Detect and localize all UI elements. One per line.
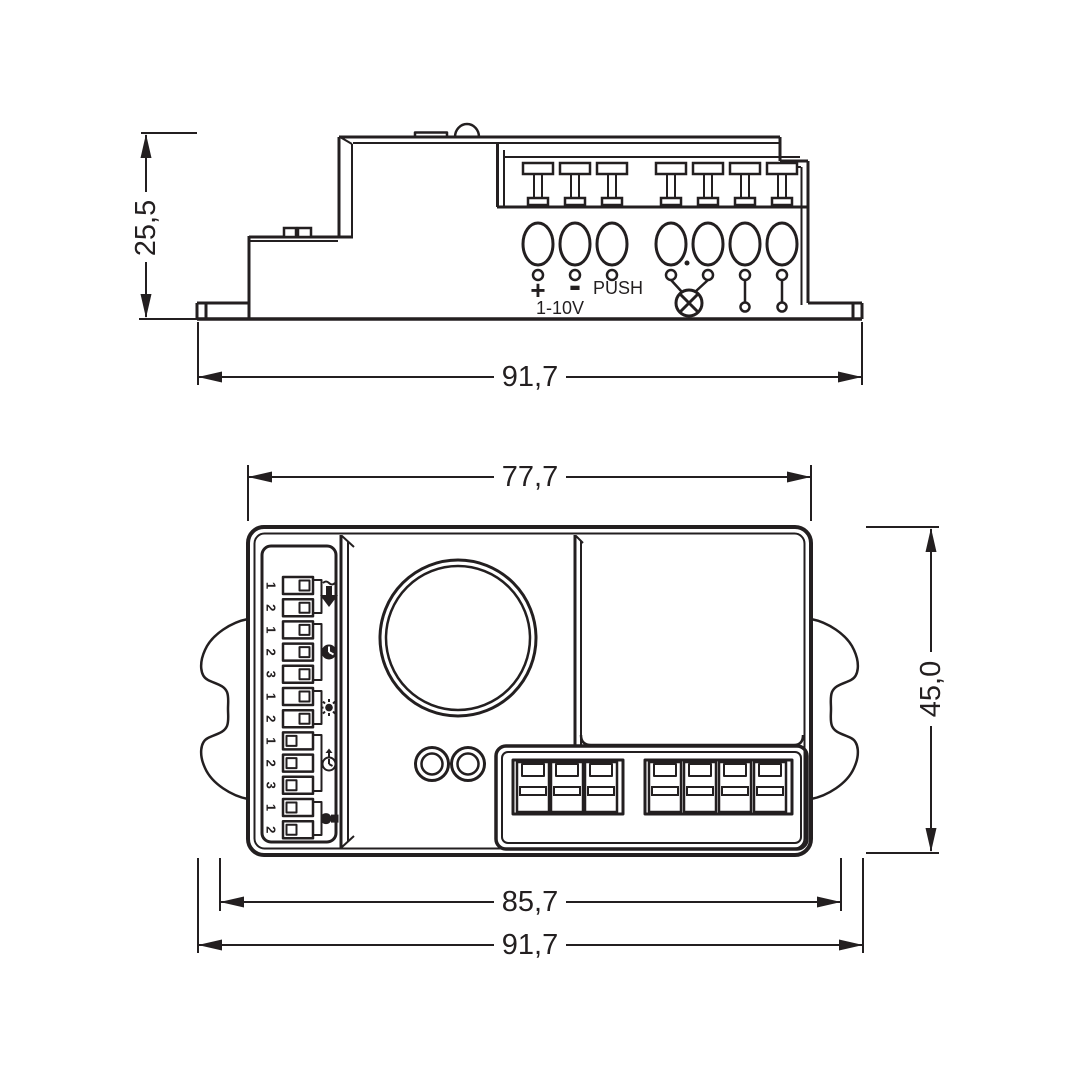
standby-lamp-icon [320, 813, 339, 825]
dim-45-0-label: 45,0 [915, 661, 947, 717]
push-label: PUSH [593, 278, 643, 298]
dim-25-5-label: 25,5 [130, 200, 162, 256]
dip-switch-block: 1 2 1 2 3 1 2 1 2 3 1 2 [260, 544, 339, 844]
svg-text:1: 1 [264, 626, 279, 633]
terminal-cover [494, 744, 809, 851]
sensor-dome [453, 122, 481, 138]
minus-symbol: - [569, 264, 581, 305]
svg-text:1: 1 [264, 737, 279, 744]
push-terminal [728, 161, 762, 207]
time-delay-clock-icon [321, 644, 337, 660]
top-device-outline [246, 525, 813, 857]
dim-91-7-side-label: 91,7 [502, 361, 558, 393]
top-view: 1 2 1 2 3 1 2 1 2 3 1 2 [197, 461, 947, 961]
clip-bump [296, 226, 313, 239]
side-view: + - PUSH 1-10V 25,5 [130, 122, 864, 393]
terminal-group-right [643, 758, 794, 816]
dimension-side-width: 91,7 [197, 322, 863, 393]
svg-text:3: 3 [264, 671, 279, 678]
sensor-lens [378, 558, 538, 718]
contact-symbol-icon [739, 280, 788, 313]
svg-text:3: 3 [264, 782, 279, 789]
svg-text:2: 2 [264, 715, 279, 722]
svg-text:1: 1 [264, 582, 279, 589]
mounting-clip-left [199, 617, 249, 801]
daylight-sun-icon [320, 699, 338, 716]
terminal-group-left [511, 758, 625, 816]
plus-symbol: + [530, 275, 545, 305]
lamp-symbol-icon [670, 260, 709, 318]
svg-text:1: 1 [264, 693, 279, 700]
svg-text:2: 2 [264, 648, 279, 655]
dimension-top-clip-width: 85,7 [219, 858, 842, 918]
clip-bump [282, 226, 298, 239]
top-ridge [413, 131, 449, 137]
dim-85-7-label: 85,7 [502, 886, 558, 918]
dimension-top-body-width: 77,7 [247, 461, 812, 521]
terminal-markings: + - PUSH 1-10V [530, 260, 788, 318]
standby-time-clock-icon [321, 748, 337, 772]
wire-holes [521, 221, 799, 282]
push-terminals [521, 161, 799, 207]
push-terminal [521, 161, 555, 207]
push-terminal [654, 161, 688, 207]
svg-text:2: 2 [264, 759, 279, 766]
dimension-top-overall-width: 91,7 [197, 858, 864, 961]
mounting-clip-right [810, 617, 860, 801]
dim-77-7-label: 77,7 [502, 461, 558, 493]
dimension-top-height: 45,0 [866, 526, 947, 854]
dip-switches [281, 575, 315, 840]
motion-range-arrow-icon [320, 580, 338, 607]
dip-numbers: 1 2 1 2 3 1 2 1 2 3 1 2 [264, 582, 279, 833]
push-terminal [691, 161, 725, 207]
push-terminal [595, 161, 629, 207]
side-device-outline [195, 122, 864, 321]
dim-91-7-top-label: 91,7 [502, 929, 558, 961]
indicator-circles [414, 746, 486, 782]
svg-text:2: 2 [264, 604, 279, 611]
dimension-side-height: 25,5 [130, 132, 197, 320]
svg-text:1: 1 [264, 804, 279, 811]
push-terminal [765, 161, 799, 207]
push-terminal [558, 161, 592, 207]
voltage-label: 1-10V [536, 298, 584, 318]
svg-text:2: 2 [264, 826, 279, 833]
